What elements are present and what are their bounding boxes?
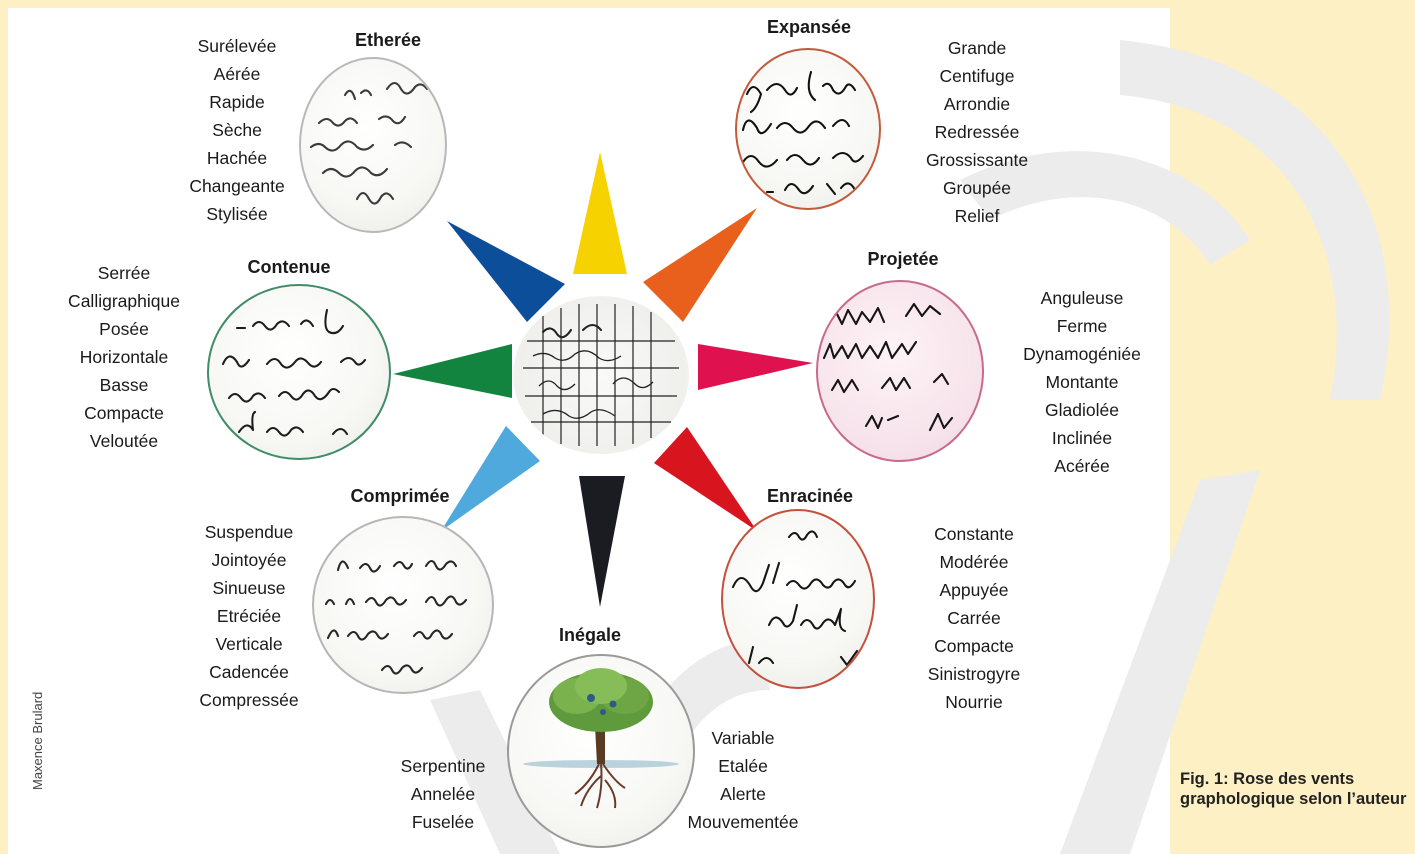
trait-item: Compacte bbox=[84, 403, 164, 423]
trait-item: Serrée bbox=[97, 263, 151, 283]
trait-item: Modérée bbox=[939, 552, 1009, 572]
traits-inegale-left: Serpentine Annelée Fuselée bbox=[401, 752, 486, 836]
trait-item: Annelée bbox=[410, 784, 476, 804]
trait-item: Nourrie bbox=[945, 692, 1003, 712]
ray-south bbox=[579, 476, 625, 607]
trait-item: Ferme bbox=[1056, 316, 1108, 336]
style-title-inegale: Inégale bbox=[558, 625, 622, 645]
trait-item: Dynamogéniée bbox=[1023, 344, 1141, 364]
figure-caption: Fig. 1: Rose des vents graphologique sel… bbox=[1180, 770, 1407, 808]
center-handwriting-sample bbox=[513, 296, 689, 454]
trait-item: Surélevée bbox=[197, 36, 277, 56]
trait-item: Carrée bbox=[947, 608, 1001, 628]
trait-item: Groupée bbox=[942, 178, 1012, 198]
trait-item: Veloutée bbox=[89, 431, 159, 451]
ray-northwest bbox=[447, 221, 565, 322]
traits-inegale-right: Variable Etalée Alerte Mouvementée bbox=[688, 724, 799, 836]
traits-etheree: Surélevée Aérée Rapide Sèche Hachée Chan… bbox=[189, 32, 284, 228]
trait-item: Compacte bbox=[934, 636, 1014, 656]
trait-item: Etalée bbox=[718, 756, 768, 776]
trait-item: Sinueuse bbox=[212, 578, 286, 598]
trait-item: Anguleuse bbox=[1040, 288, 1124, 308]
trait-item: Alerte bbox=[720, 784, 766, 804]
traits-enracinee: Constante Modérée Appuyée Carrée Compact… bbox=[928, 520, 1020, 716]
trait-item: Etréciée bbox=[216, 606, 282, 626]
trait-item: Mouvementée bbox=[687, 812, 799, 832]
trait-item: Centifuge bbox=[939, 66, 1015, 86]
trait-item: Stylisée bbox=[206, 204, 268, 224]
sample-expansee bbox=[735, 48, 881, 210]
trait-item: Acérée bbox=[1054, 456, 1110, 476]
trait-item: Compressée bbox=[199, 690, 299, 710]
trait-item: Relief bbox=[954, 206, 1000, 226]
sample-inegale-tree bbox=[507, 654, 695, 848]
trait-item: Aérée bbox=[213, 64, 261, 84]
tree-icon bbox=[523, 668, 679, 809]
trait-item: Inclinée bbox=[1051, 428, 1113, 448]
trait-item: Montante bbox=[1045, 372, 1119, 392]
trait-item: Calligraphique bbox=[68, 291, 180, 311]
ray-west bbox=[393, 344, 512, 398]
traits-expansee: Grande Centifuge Arrondie Redressée Gros… bbox=[926, 34, 1028, 230]
trait-item: Horizontale bbox=[79, 347, 169, 367]
trait-item: Cadencée bbox=[209, 662, 289, 682]
sample-enracinee bbox=[721, 509, 875, 689]
trait-item: Basse bbox=[99, 375, 149, 395]
trait-item: Sinistrogyre bbox=[927, 664, 1021, 684]
trait-item: Posée bbox=[99, 319, 149, 339]
ray-southwest bbox=[441, 426, 540, 531]
style-title-enracinee: Enracinée bbox=[766, 486, 854, 506]
trait-item: Redressée bbox=[934, 122, 1020, 142]
ray-northeast bbox=[643, 208, 757, 322]
sample-projetee bbox=[816, 280, 984, 462]
style-title-expansee: Expansée bbox=[766, 17, 852, 37]
trait-item: Changeante bbox=[189, 176, 285, 196]
sample-comprimee bbox=[312, 516, 494, 694]
trait-item: Arrondie bbox=[943, 94, 1011, 114]
ray-east bbox=[698, 344, 813, 390]
style-title-projetee: Projetée bbox=[867, 249, 939, 269]
trait-item: Variable bbox=[711, 728, 775, 748]
trait-item: Jointoyée bbox=[211, 550, 287, 570]
ray-southeast bbox=[654, 427, 757, 531]
trait-item: Verticale bbox=[215, 634, 283, 654]
ray-north bbox=[573, 152, 627, 274]
style-title-etheree: Etherée bbox=[354, 30, 422, 50]
trait-item: Suspendue bbox=[204, 522, 294, 542]
style-title-comprimee: Comprimée bbox=[350, 486, 450, 506]
photo-credit: Maxence Brulard bbox=[30, 691, 45, 790]
traits-projetee: Anguleuse Ferme Dynamogéniée Montante Gl… bbox=[1023, 284, 1141, 480]
trait-item: Sèche bbox=[212, 120, 262, 140]
trait-item: Serpentine bbox=[400, 756, 486, 776]
trait-item: Grossissante bbox=[925, 150, 1029, 170]
sample-contenue bbox=[207, 284, 391, 460]
trait-item: Rapide bbox=[209, 92, 265, 112]
trait-item: Grande bbox=[947, 38, 1007, 58]
traits-contenue: Serrée Calligraphique Posée Horizontale … bbox=[68, 259, 180, 455]
traits-comprimee: Suspendue Jointoyée Sinueuse Etréciée Ve… bbox=[199, 518, 298, 714]
trait-item: Hachée bbox=[206, 148, 268, 168]
style-title-contenue: Contenue bbox=[247, 257, 331, 277]
trait-item: Constante bbox=[934, 524, 1014, 544]
sample-etheree bbox=[299, 57, 447, 233]
trait-item: Gladiolée bbox=[1045, 400, 1119, 420]
trait-item: Appuyée bbox=[939, 580, 1009, 600]
trait-item: Fuselée bbox=[411, 812, 475, 832]
